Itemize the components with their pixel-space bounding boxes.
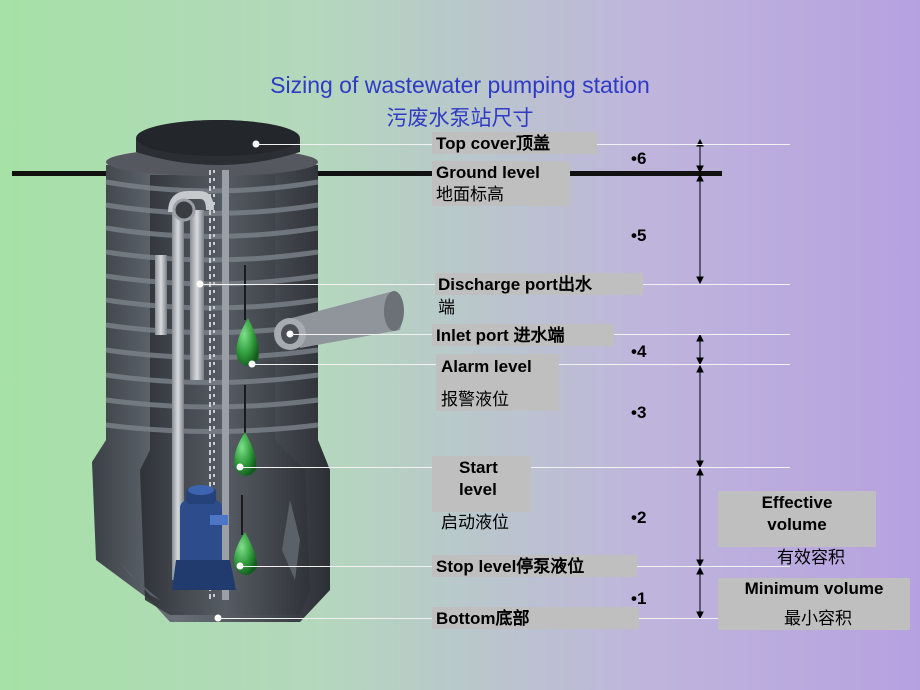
float-cables xyxy=(241,265,246,535)
guide-rail xyxy=(222,170,229,600)
bottom-label: Bottom底部 xyxy=(436,609,530,628)
stop-level-label-box xyxy=(432,555,637,577)
effective-volume-label-cn: 有效容积 xyxy=(777,548,845,568)
top-cover-label-box xyxy=(432,132,597,154)
submersible-pump xyxy=(172,485,236,590)
inlet-port-label: Inlet port 进水端 xyxy=(436,326,565,345)
alarm-level-label-box xyxy=(436,354,559,411)
ground-level-label-cn: 地面标高 xyxy=(436,185,504,205)
discharge-port-label-cn: 端 xyxy=(438,298,455,318)
effective-volume-box xyxy=(718,491,876,547)
dimension-2: •2 xyxy=(631,508,647,527)
stop-level-label: Stop level停泵液位 xyxy=(436,557,585,576)
start-level-label-cn: 启动液位 xyxy=(441,513,509,533)
discharge-port-label-box xyxy=(435,273,643,295)
cone-panels xyxy=(118,500,300,600)
alarm-level-label: Alarm level xyxy=(441,357,532,376)
start-level-label-1: Start xyxy=(459,458,498,477)
ground-level-label: Ground level xyxy=(436,163,540,182)
title-chinese: 污废水泵站尺寸 xyxy=(386,106,534,130)
minimum-volume-label-cn: 最小容积 xyxy=(784,609,852,629)
ground-level-label-box xyxy=(432,161,570,206)
start-level-label-box xyxy=(432,456,531,512)
alarm-level-label-cn: 报警液位 xyxy=(441,390,509,410)
dimension-arrows xyxy=(696,138,704,620)
minimum-volume-box xyxy=(718,578,910,630)
dimension-5: •5 xyxy=(631,226,647,245)
discharge-pipe-1 xyxy=(172,210,184,580)
top-cover-label: Top cover顶盖 xyxy=(436,134,550,153)
discharge-pipe-2 xyxy=(190,210,204,380)
dimension-6: •6 xyxy=(631,149,647,168)
discharge-port-label: Discharge port出水 xyxy=(438,275,592,294)
bottom-label-box xyxy=(432,607,639,629)
title-english: Sizing of wastewater pumping station xyxy=(270,72,650,98)
dimension-4: •4 xyxy=(631,342,647,361)
dimension-3: •3 xyxy=(631,403,647,422)
ground-line xyxy=(12,171,722,176)
effective-volume-label-2: volume xyxy=(767,515,827,534)
dimension-1: •1 xyxy=(631,589,647,608)
float-alarm xyxy=(236,318,259,366)
inlet-port-label-box xyxy=(432,324,614,346)
minimum-volume-label: Minimum volume xyxy=(744,579,884,598)
effective-volume-label-1: Effective xyxy=(761,493,833,512)
start-level-label-2: level xyxy=(459,480,497,499)
